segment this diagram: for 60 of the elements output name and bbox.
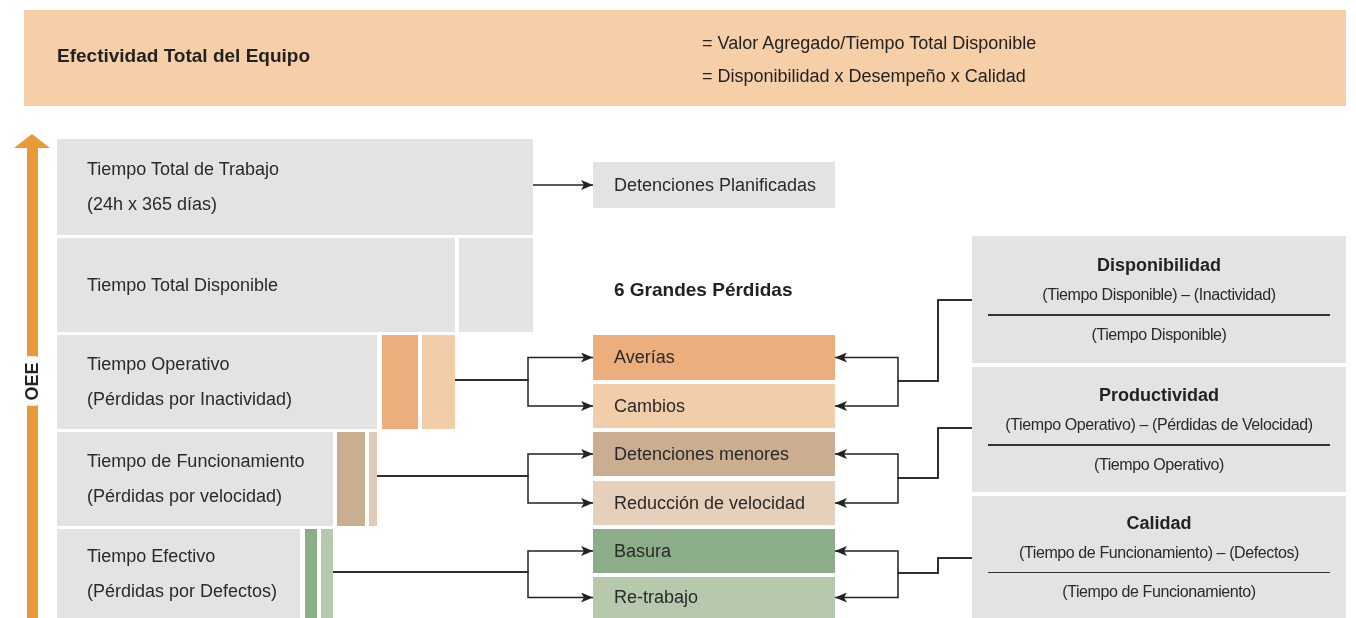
loss-bar <box>369 432 377 526</box>
oee-label: OEE <box>20 362 43 400</box>
loss-bar <box>337 432 365 526</box>
loss-label: Reducción de velocidad <box>614 491 806 515</box>
denominator: (Tiempo Disponible) <box>1091 324 1227 345</box>
arrow <box>376 475 594 508</box>
time-label: Tiempo Total de Trabajo <box>87 158 280 181</box>
time-label: (24h x 365 días) <box>87 193 219 216</box>
formula-box <box>972 367 1346 492</box>
time-label: (Pérdidas por velocidad) <box>87 485 284 508</box>
formula-text: = Disponibilidad x Desempeño x Calidad <box>702 65 1027 88</box>
arrow <box>454 379 594 411</box>
time-label: Tiempo Efectivo <box>87 544 217 568</box>
arrow <box>834 299 973 411</box>
time-label: Tiempo Total Disponible <box>87 273 279 297</box>
section-heading: 6 Grandes Pérdidas <box>614 278 793 302</box>
loss-box <box>593 577 835 618</box>
time-block <box>57 238 455 332</box>
denominator: (Tiempo Operativo) <box>1094 454 1224 475</box>
loss-label: Basura <box>614 539 672 563</box>
formula-box <box>972 496 1346 618</box>
loss-bar <box>382 335 418 429</box>
loss-box <box>593 162 835 208</box>
loss-bar <box>321 529 333 618</box>
loss-label: Re-trabajo <box>614 586 699 609</box>
ratio-title: Calidad <box>1126 511 1192 535</box>
arrow <box>332 571 594 603</box>
denominator: (Tiempo de Funcionamiento) <box>1062 582 1256 603</box>
loss-block <box>459 238 533 332</box>
loss-label: Cambios <box>614 394 686 418</box>
numerator: (Tiempo de Funcionamiento) – (Defectos) <box>1019 542 1299 563</box>
time-label: Tiempo de Funcionamiento <box>87 450 305 473</box>
loss-box <box>593 384 835 428</box>
ratio-title: Productividad <box>1099 384 1219 408</box>
formula-box <box>972 236 1346 363</box>
numerator: (Tiempo Operativo) – (Pérdidas de Velocidad) <box>1005 415 1313 436</box>
time-label: (Pérdidas por Inactividad) <box>87 388 293 411</box>
numerator: (Tiempo Disponible) – (Inactividad) <box>1042 285 1276 306</box>
header-title: Efectividad Total del Equipo <box>57 44 310 68</box>
loss-box <box>593 481 835 525</box>
loss-box <box>593 529 835 573</box>
ratio-title: Disponibilidad <box>1097 254 1221 278</box>
loss-bar <box>422 335 455 429</box>
time-block <box>57 529 300 618</box>
loss-label: Detenciones menores <box>614 442 790 466</box>
loss-label: Detenciones Planificadas <box>614 173 817 197</box>
time-block <box>57 432 333 526</box>
time-label: Tiempo Operativo <box>87 353 231 376</box>
arrow <box>834 427 973 508</box>
loss-bar <box>305 529 317 618</box>
header-band <box>24 10 1346 106</box>
loss-box <box>593 335 835 380</box>
loss-box <box>593 432 835 476</box>
formula-text: = Valor Agregado/Tiempo Total Disponible <box>702 32 1037 55</box>
time-block <box>57 335 377 429</box>
arrow <box>532 180 594 190</box>
arrow <box>834 557 973 603</box>
loss-label: Averías <box>614 346 675 369</box>
time-label: (Pérdidas por Defectos) <box>87 579 278 603</box>
time-block <box>57 139 533 235</box>
